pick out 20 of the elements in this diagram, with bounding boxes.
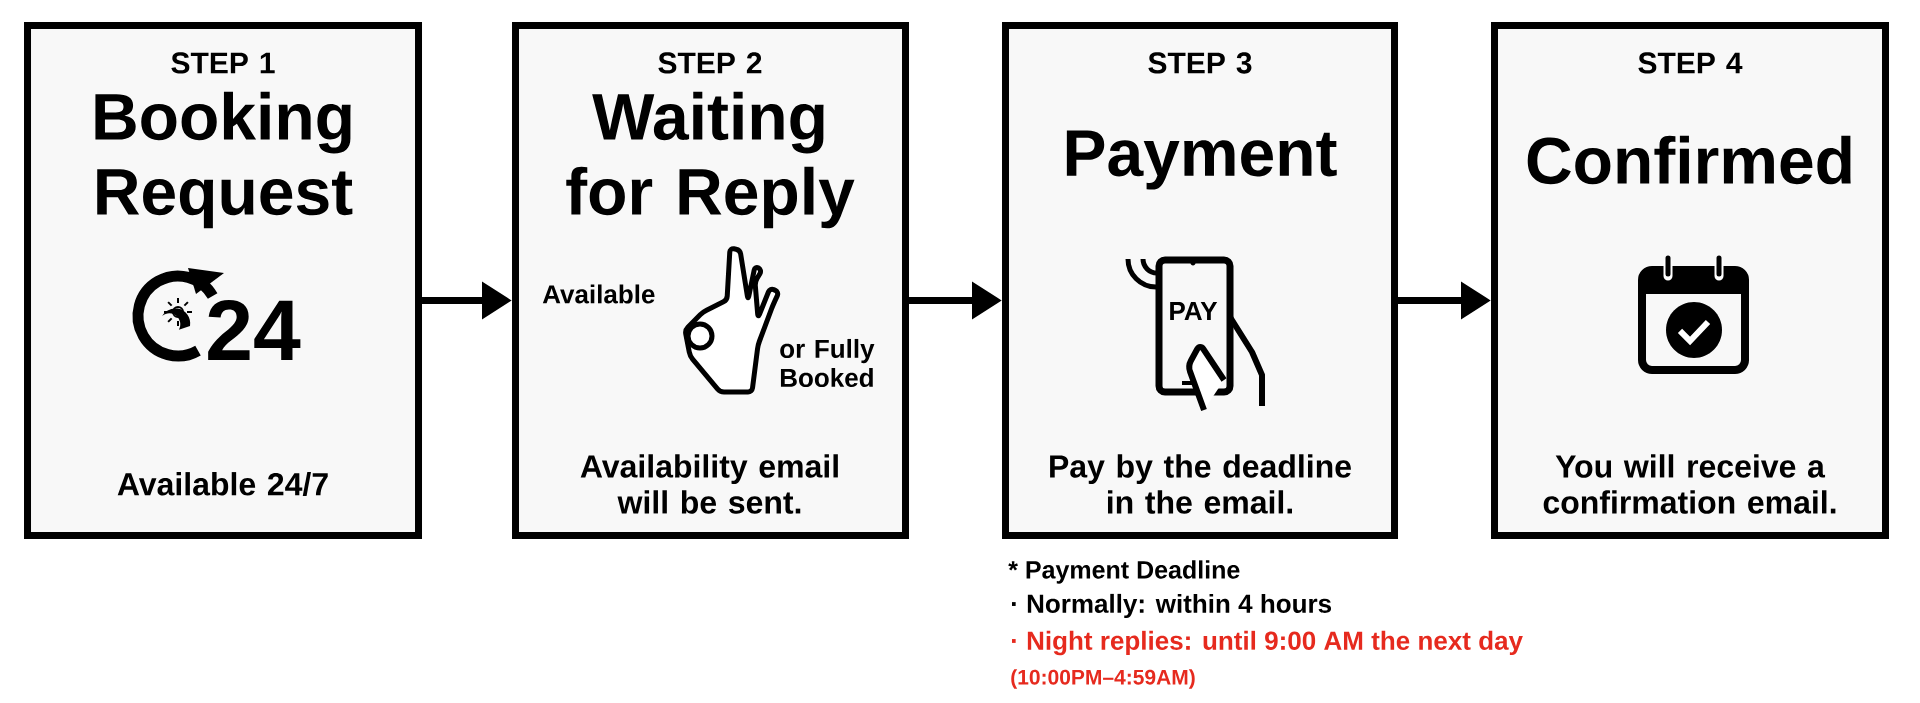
step-title: Payment xyxy=(1066,130,1337,190)
step-description: Pay by the deadline in the email. xyxy=(1050,454,1351,514)
option-label: Available xyxy=(542,284,655,304)
step-label: STEP 3 xyxy=(1148,52,1252,74)
step-label: STEP 2 xyxy=(658,52,762,74)
step-title: Confirmed xyxy=(1527,135,1851,185)
note-text: · Night replies: until 9:00 AM the next day xyxy=(1012,630,1523,656)
note-text: · Normally: within 4 hours xyxy=(1012,593,1331,619)
step-description: Availability email will be sent. xyxy=(580,454,838,514)
note-text: (10:00PM–4:59AM) xyxy=(1011,669,1195,689)
step-description: Available 24/7 xyxy=(117,472,328,496)
step-label: STEP 4 xyxy=(1638,52,1743,74)
step-label: STEP 1 xyxy=(171,52,275,74)
option-label: or Fully Booked xyxy=(780,338,875,388)
note-text: * Payment Deadline xyxy=(1008,560,1240,584)
step-title: Waiting for Reply xyxy=(566,91,855,229)
step-description: You will receive a confirmation email. xyxy=(1543,454,1836,514)
step-title: Booking Request xyxy=(95,91,353,229)
clock-number: 24 xyxy=(208,300,301,360)
screen-label: PAY xyxy=(1170,302,1218,320)
